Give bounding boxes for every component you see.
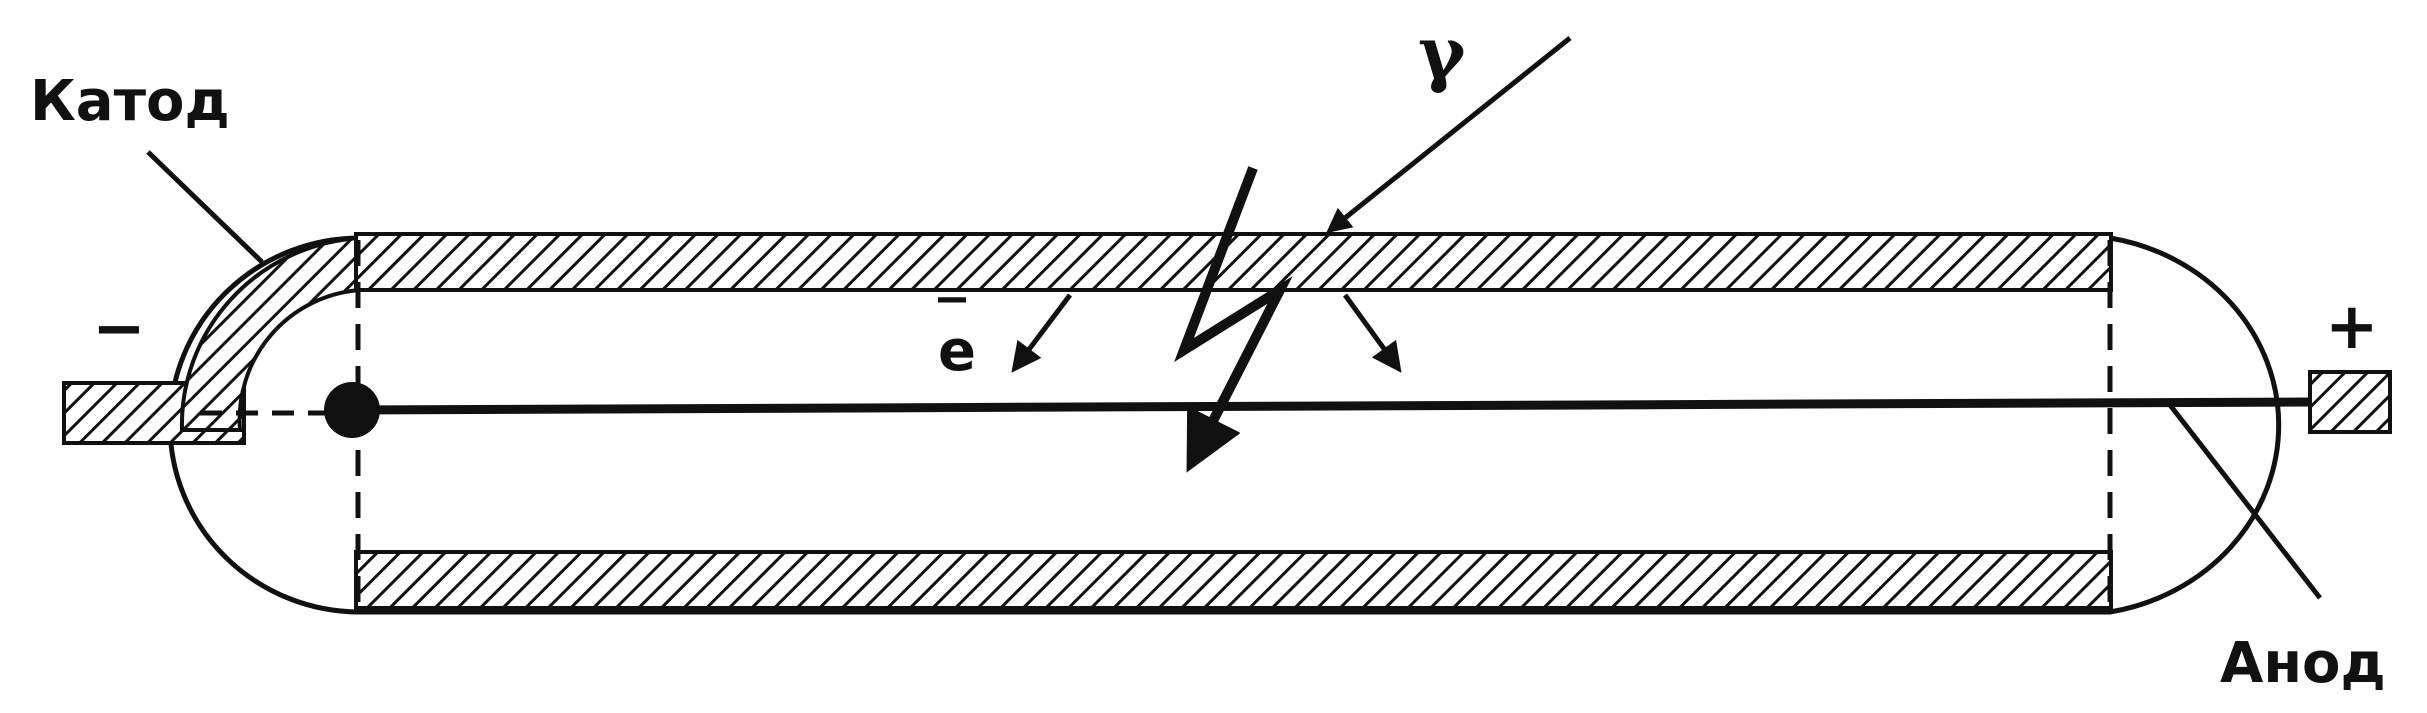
gamma-label: γ	[1418, 10, 1466, 95]
tube-envelope	[167, 235, 2282, 615]
gamma-ray-arrow	[1326, 36, 1572, 234]
cathode-label: Катод	[30, 69, 230, 134]
cathode-leader	[146, 150, 264, 264]
plus-sign: +	[2325, 290, 2379, 364]
anode-leader	[2168, 403, 2322, 600]
anode-mount-dot	[324, 382, 380, 438]
right-lead	[2308, 370, 2392, 434]
electron-arrow-left	[1011, 293, 1072, 373]
electron-bar: ‾	[938, 289, 966, 354]
anode-wire	[357, 397, 2313, 415]
cathode-shell	[179, 235, 362, 432]
minus-sign: −	[92, 292, 146, 366]
electron-arrow-right	[1342, 293, 1402, 373]
cathode-wall-top	[354, 232, 2113, 292]
anode-label: Анод	[2220, 631, 2386, 696]
cathode-wall-bottom	[354, 550, 2113, 610]
electron-label: e	[938, 319, 976, 384]
ionization-lightning-icon	[1174, 166, 1293, 473]
